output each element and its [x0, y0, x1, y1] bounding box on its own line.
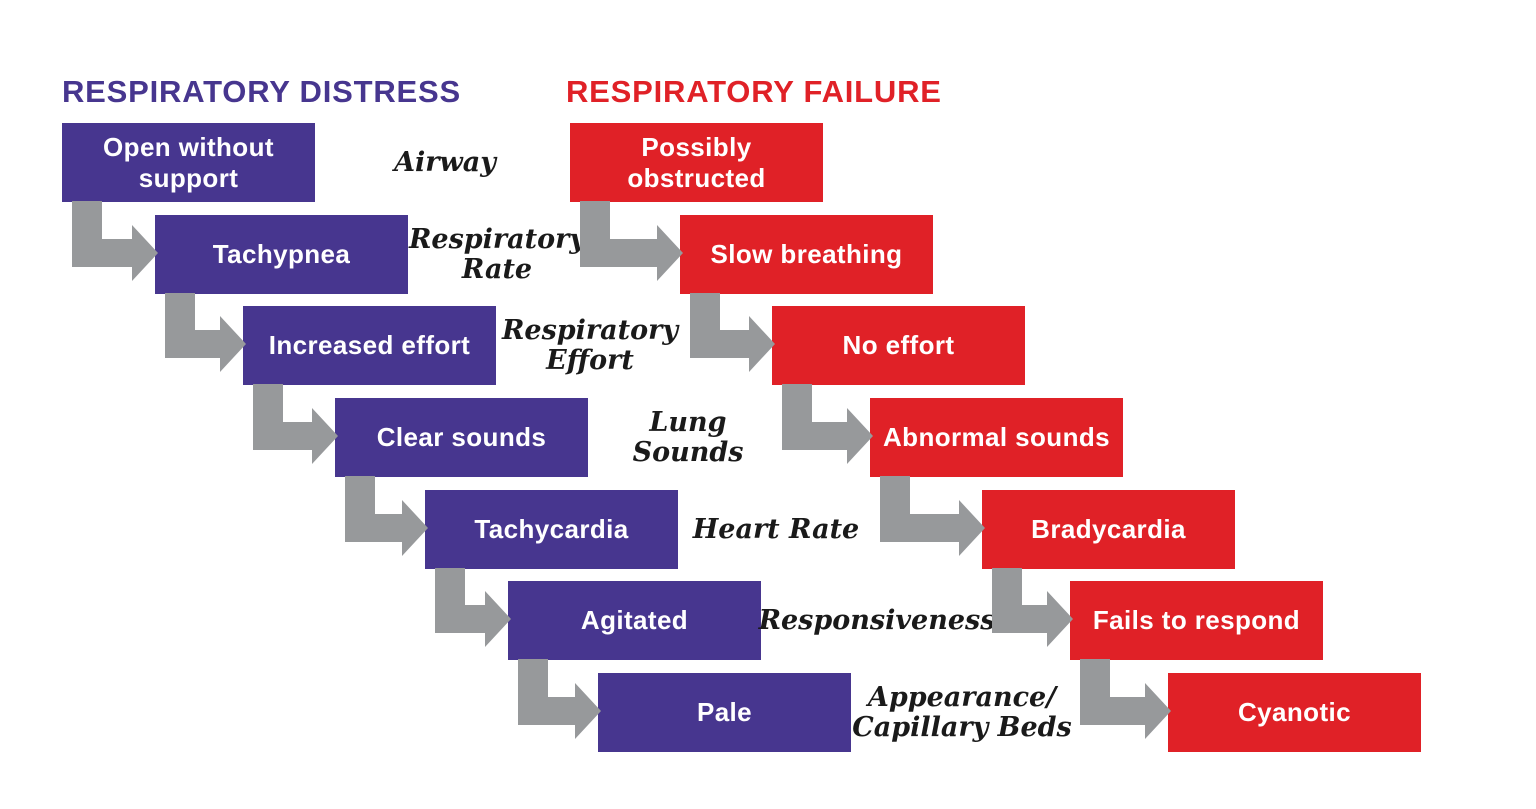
- distress-step-arrow: [435, 568, 511, 647]
- failure-step-arrow: [1080, 659, 1171, 739]
- failure-sign-box: Bradycardia: [982, 490, 1235, 569]
- distress-sign-box: Increased effort: [243, 306, 496, 385]
- category-label: Appearance/ Capillary Beds: [852, 681, 1072, 743]
- failure-sign-box: No effort: [772, 306, 1025, 385]
- failure-sign-box: Fails to respond: [1070, 581, 1323, 660]
- failure-sign-box: Possibly obstructed: [570, 123, 823, 202]
- failure-step-arrow: [880, 476, 985, 556]
- distress-step-arrow: [72, 201, 158, 281]
- category-label: Heart Rate: [692, 513, 860, 545]
- distress-column-header: RESPIRATORY DISTRESS: [62, 74, 461, 109]
- failure-step-arrow: [580, 201, 683, 281]
- category-label: Airway: [394, 146, 496, 178]
- distress-sign-box: Pale: [598, 673, 851, 752]
- failure-column-header: RESPIRATORY FAILURE: [566, 74, 942, 109]
- distress-sign-box: Open without support: [62, 123, 315, 202]
- category-label: Respiratory Effort: [501, 314, 679, 376]
- failure-sign-box: Cyanotic: [1168, 673, 1421, 752]
- failure-step-arrow: [690, 293, 775, 372]
- distress-step-arrow: [165, 293, 246, 372]
- distress-step-arrow: [518, 659, 601, 739]
- failure-step-arrow: [992, 568, 1073, 647]
- distress-step-arrow: [345, 476, 428, 556]
- failure-sign-box: Slow breathing: [680, 215, 933, 294]
- distress-sign-box: Tachypnea: [155, 215, 408, 294]
- category-label: Lung Sounds: [632, 406, 744, 468]
- distress-step-arrow: [253, 384, 338, 464]
- distress-sign-box: Agitated: [508, 581, 761, 660]
- distress-sign-box: Clear sounds: [335, 398, 588, 477]
- category-label: Respiratory Rate: [408, 223, 586, 285]
- category-label: Responsiveness: [758, 604, 996, 636]
- distress-sign-box: Tachycardia: [425, 490, 678, 569]
- failure-sign-box: Abnormal sounds: [870, 398, 1123, 477]
- failure-step-arrow: [782, 384, 873, 464]
